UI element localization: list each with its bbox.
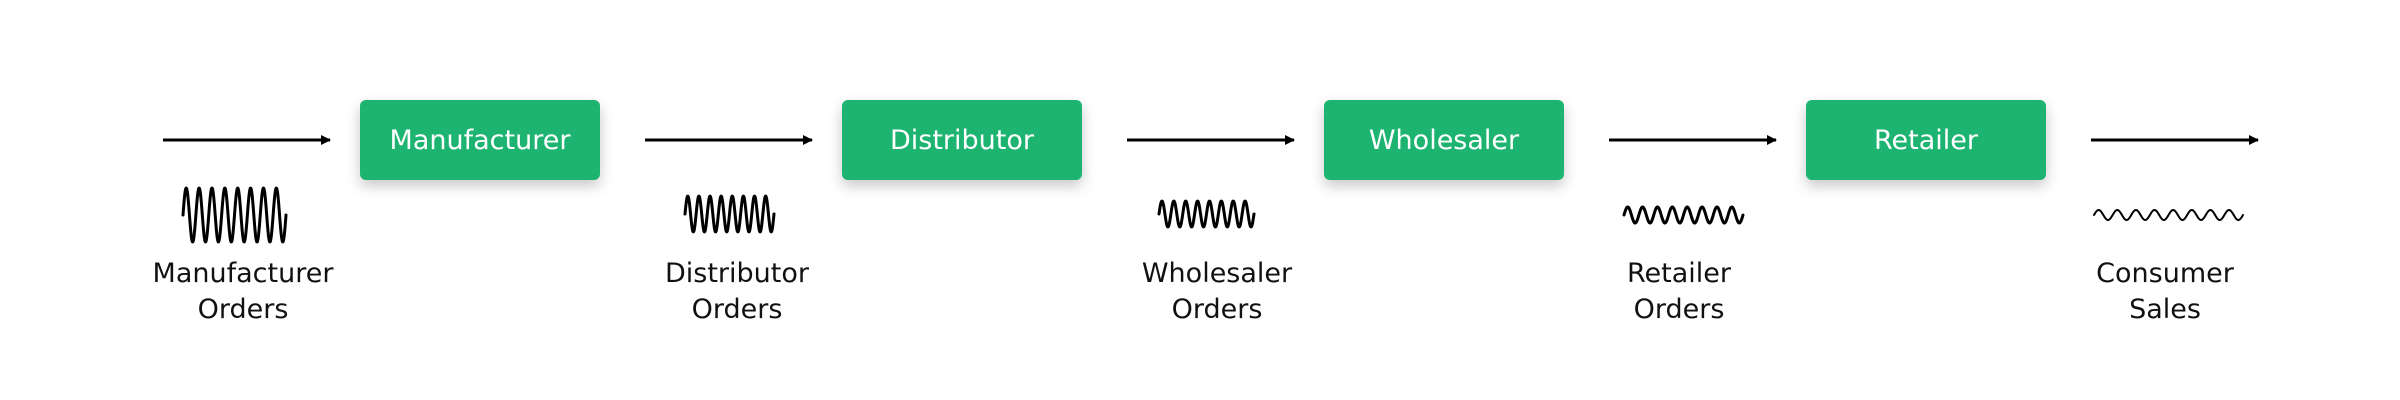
signal-label-line1: Distributor xyxy=(664,258,809,289)
signal-label-wholesaler-orders: Wholesaler Orders xyxy=(1097,256,1337,328)
stage-box-wholesaler: Wholesaler xyxy=(1324,100,1564,180)
signal-label-line1: Retailer xyxy=(1626,258,1731,289)
signal-label-manufacturer-orders: Manufacturer Orders xyxy=(123,256,363,328)
wave-manufacturer-orders-icon xyxy=(181,186,288,244)
signal-label-line1: Consumer xyxy=(2096,258,2234,289)
wave-consumer-sales-icon xyxy=(2093,209,2244,221)
signal-label-retailer-orders: Retailer Orders xyxy=(1559,256,1799,328)
signal-label-line1: Wholesaler xyxy=(1141,258,1293,289)
stage-box-manufacturer: Manufacturer xyxy=(360,100,600,180)
signal-label-line1: Manufacturer xyxy=(152,258,334,289)
stage-box-distributor: Distributor xyxy=(842,100,1082,180)
signal-label-line2: Orders xyxy=(197,294,289,325)
signal-label-consumer-sales: Consumer Sales xyxy=(2045,256,2285,328)
wave-retailer-orders-icon xyxy=(1622,205,1745,225)
signal-label-line2: Sales xyxy=(2129,294,2201,325)
signal-label-distributor-orders: Distributor Orders xyxy=(617,256,857,328)
signal-label-line2: Orders xyxy=(1171,294,1263,325)
stage-box-retailer: Retailer xyxy=(1806,100,2046,180)
signal-label-line2: Orders xyxy=(1633,294,1725,325)
signal-label-line2: Orders xyxy=(691,294,783,325)
wave-wholesaler-orders-icon xyxy=(1157,199,1256,229)
wave-distributor-orders-icon xyxy=(683,194,776,234)
